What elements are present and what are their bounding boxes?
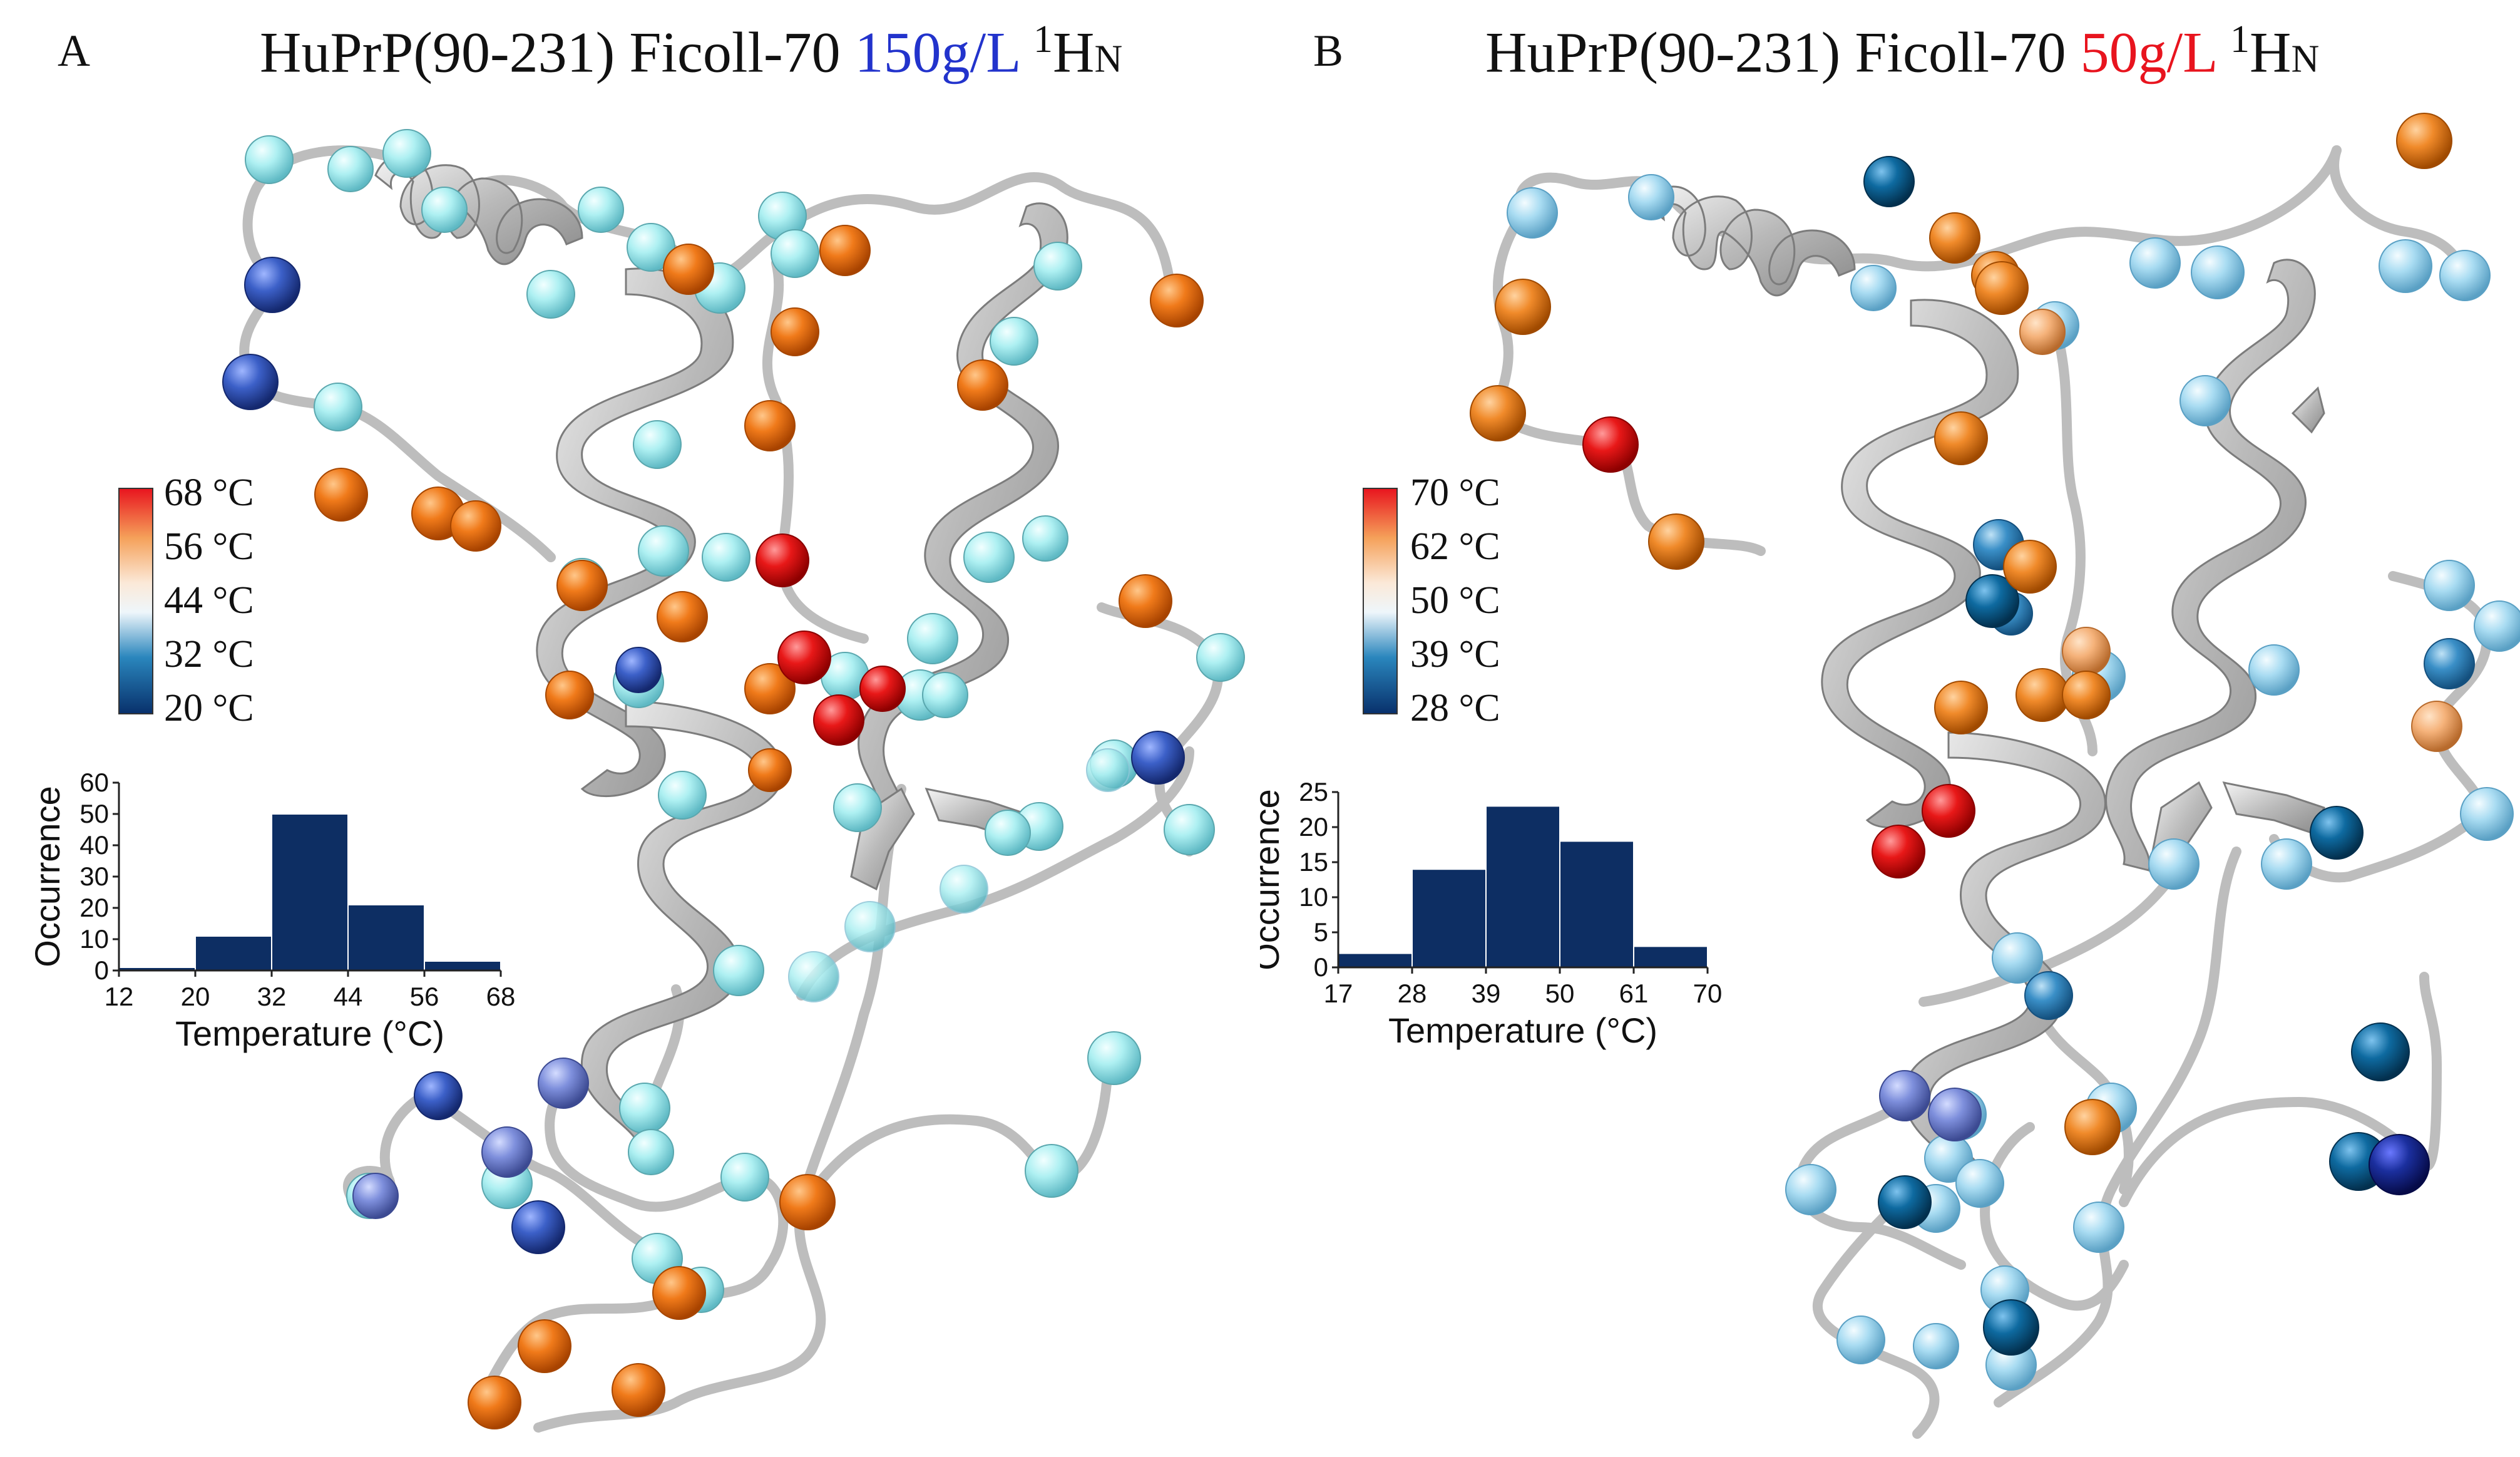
title-prefix: HuPrP(90-231) Ficoll-70 [260,20,855,85]
sphere-navy [2369,1134,2430,1195]
histogram-bar [1633,945,1708,969]
temperature-colorbar [118,488,153,714]
x-tick-label: 61 [1619,979,1649,1008]
protein-structure-a [118,129,1245,1433]
x-tick-label: 17 [1324,979,1353,1008]
sphere-red [755,533,906,746]
x-tick-label: 70 [1693,979,1723,1008]
x-axis-label: Temperature (°C) [1388,1011,1657,1050]
x-tick-label: 44 [334,982,363,1011]
panel-b: B HuPrP(90-231) Ficoll-70 50g/L 1HN [1260,0,2520,1457]
x-tick-label: 50 [1545,979,1575,1008]
colorbar-label: 56 °C [164,525,254,568]
colorbar-label-bottom: 28 °C [1410,687,1500,729]
concentration-label: 150g/L [854,20,1019,85]
histogram-bar [195,935,272,971]
nucleus-label: H [2249,20,2292,85]
histogram-bar [271,813,349,971]
y-tick-label: 40 [79,830,109,860]
histogram-bar [347,904,425,971]
colorbar-label: 50 °C [1410,579,1500,622]
x-tick-label: 20 [181,982,210,1011]
y-tick-label: 30 [79,862,109,891]
concentration-label: 50g/L [2080,20,2216,85]
isotope-superscript: 1 [2230,18,2250,61]
helix-2 [536,267,734,798]
x-tick-label: 32 [257,982,287,1011]
helix-2 [1821,299,2019,829]
histogram-bar [424,960,501,971]
colorbar-label-top: 70 °C [1410,471,1500,514]
x-tick-label: 56 [410,982,439,1011]
sphere-periwinkle [1879,1070,1982,1141]
histogram-bar [1411,868,1487,968]
helix-1 [1647,185,1856,297]
y-tick-label: 0 [95,955,109,985]
colorbar-label-bottom: 20 °C [164,687,254,729]
sphere-light [788,748,1130,1002]
panel-title: HuPrP(90-231) Ficoll-70 150g/L 1HN [260,18,1122,86]
panel-a: A HuPrP(90-231) Ficoll-70 150g/L 1HN [28,18,1245,1433]
panel-letter: A [58,26,90,76]
y-tick-label: 5 [1314,917,1328,947]
colorbar-label: 39 °C [1410,633,1500,676]
isotope-superscript: 1 [1033,18,1053,61]
residue-spheres [1470,113,2520,1391]
sphere-periwinkle [352,1058,589,1219]
y-axis-label: Occurrence [1260,789,1286,970]
histogram-bar [1338,952,1413,968]
y-tick-label: 0 [1314,952,1328,982]
sphere-orange [314,225,1204,1429]
nucleus-subscript: N [1094,38,1123,81]
y-tick-label: 20 [79,893,109,922]
y-tick-label: 15 [1299,847,1328,877]
sphere-red [1582,416,1975,878]
colorbar-label: 32 °C [164,633,254,676]
colorbar-label: 62 °C [1410,525,1500,568]
y-tick-label: 20 [1299,812,1328,842]
colorbar-label: 44 °C [164,579,254,622]
title-prefix: HuPrP(90-231) Ficoll-70 [1485,20,2081,85]
x-tick-label: 12 [105,982,134,1011]
sphere-orange [1470,113,2452,1155]
y-tick-label: 25 [1299,777,1328,806]
x-axis-label: Temperature (°C) [175,1014,444,1053]
nucleus-subscript: N [2291,38,2320,81]
protein-structure-b [1363,113,2520,1439]
temperature-colorbar [1363,488,1398,714]
x-tick-label: 39 [1472,979,1501,1008]
histogram-bar [1559,840,1634,969]
y-tick-label: 10 [79,924,109,954]
colorbar-label-top: 68 °C [164,471,254,514]
histogram-bar [1485,805,1560,969]
nucleus-label: H [1052,20,1095,85]
sphere-paleorange [2019,309,2462,752]
panel-title: HuPrP(90-231) Ficoll-70 50g/L 1HN [1485,18,2319,86]
residue-spheres [222,129,1245,1429]
sphere-royal [222,257,1185,1254]
x-tick-label: 28 [1398,979,1427,1008]
x-tick-label: 68 [486,982,516,1011]
panel-letter: B [1313,26,1344,76]
y-tick-label: 50 [79,799,109,828]
y-axis-label: Occurrence [28,786,67,967]
y-tick-label: 60 [79,768,109,797]
y-tick-label: 10 [1299,882,1328,912]
